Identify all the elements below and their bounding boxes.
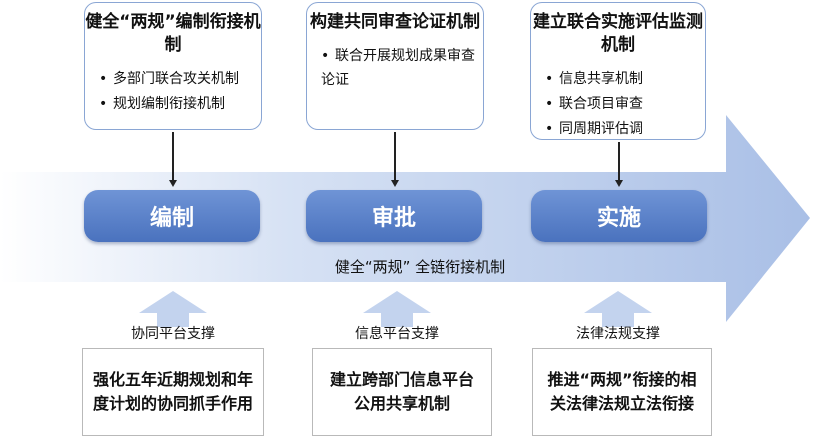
support-label: 协同平台支撑	[131, 326, 215, 342]
mechanism-title: 构建共同审查论证机制	[310, 12, 480, 32]
support-box-information: 建立跨部门信息平台公用共享机制	[312, 348, 492, 436]
connector-arrowhead	[615, 180, 623, 187]
mechanism-item: •多部门联合攻关机制	[99, 71, 239, 87]
support-box-legal: 推进“两规”衔接的相关法律法规立法衔接	[532, 348, 712, 436]
support-up-arrow	[363, 291, 431, 327]
support-up-arrow	[139, 291, 207, 327]
stage-compile: 编制	[84, 190, 260, 242]
connector-arrowhead	[391, 180, 399, 187]
mechanism-title: 健全“两规”编制衔接机制	[85, 12, 261, 55]
mechanism-item: •信息共享机制	[545, 71, 643, 87]
stage-approve: 审批	[306, 190, 482, 242]
mechanism-title: 建立联合实施评估监测机制	[533, 12, 703, 55]
support-label: 信息平台支撑	[355, 326, 439, 342]
connector-line	[172, 132, 174, 180]
connector-arrowhead	[169, 180, 177, 187]
mechanism-item: •同周期评估调	[545, 121, 643, 137]
connector-line	[394, 132, 396, 180]
stage-implement: 实施	[531, 190, 707, 242]
mechanism-box-approve: 构建共同审查论证机制 •联合开展规划成果审查论证	[306, 2, 484, 130]
mechanism-box-implement: 建立联合实施评估监测机制 •信息共享机制 •联合项目审查 •同周期评估调	[530, 2, 706, 140]
mechanism-box-compile: 健全“两规”编制衔接机制 •多部门联合攻关机制 •规划编制衔接机制	[84, 2, 262, 130]
support-box-collaboration: 强化五年近期规划和年度计划的协同抓手作用	[82, 348, 264, 436]
mechanism-item: •联合开展规划成果审查论证	[321, 48, 475, 88]
support-label: 法律法规支撑	[576, 326, 660, 342]
center-caption: 健全“两规” 全链衔接机制	[334, 258, 506, 276]
support-up-arrow	[584, 291, 652, 327]
mechanism-item: •联合项目审查	[545, 96, 643, 112]
connector-line	[618, 142, 620, 180]
mechanism-item: •规划编制衔接机制	[99, 96, 225, 112]
